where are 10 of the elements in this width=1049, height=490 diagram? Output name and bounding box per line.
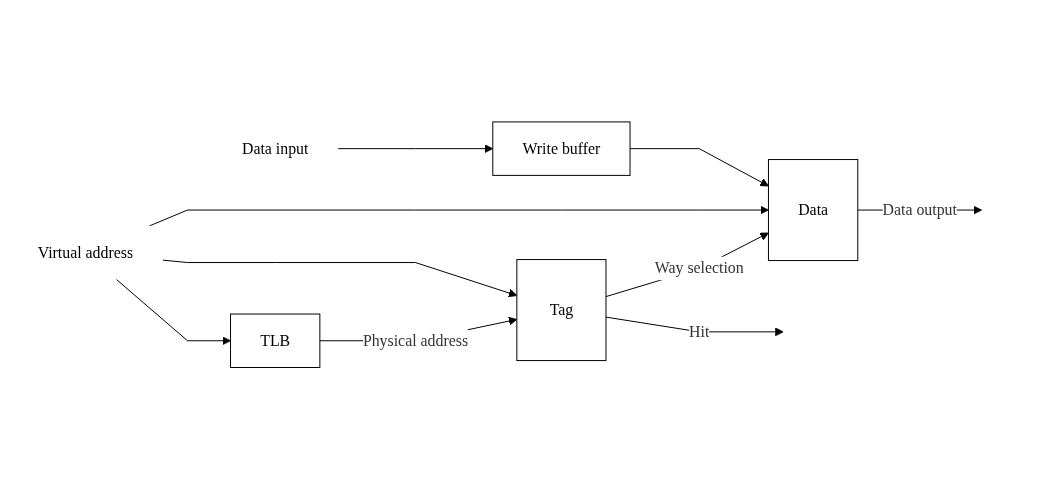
node-text: Data input [241,140,309,157]
edge-label: Hit [689,323,710,341]
node-box: Write buffer [492,121,631,177]
edge-label: Data output [882,201,957,219]
node-box: Tag [516,259,607,362]
node-box: Data [767,159,859,262]
edge-label: Physical address [362,332,469,349]
edge-label: Way selection [654,259,744,277]
node-box: TLB [230,313,321,369]
node-text: Virtual address [37,244,134,261]
